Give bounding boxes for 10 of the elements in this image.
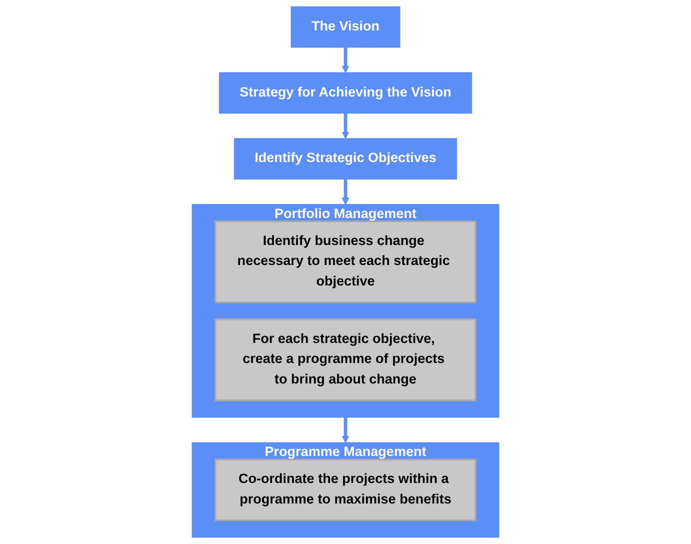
arrow xyxy=(342,47,350,73)
node-box: The Vision xyxy=(290,6,400,48)
node-box: For each strategic objective, create a programme of projects to bring about change xyxy=(214,318,476,402)
node-box: Strategy for Achieving the Vision xyxy=(218,72,472,114)
node-box: Identify Strategic Objectives xyxy=(234,138,458,180)
node-box: Co-ordinate the projects within a programme to maximise benefits xyxy=(214,458,476,522)
arrow xyxy=(342,113,350,139)
node-box: Identify business change necessary to meet each strategic objective xyxy=(214,220,476,304)
arrow xyxy=(342,417,350,443)
arrow xyxy=(342,179,350,205)
